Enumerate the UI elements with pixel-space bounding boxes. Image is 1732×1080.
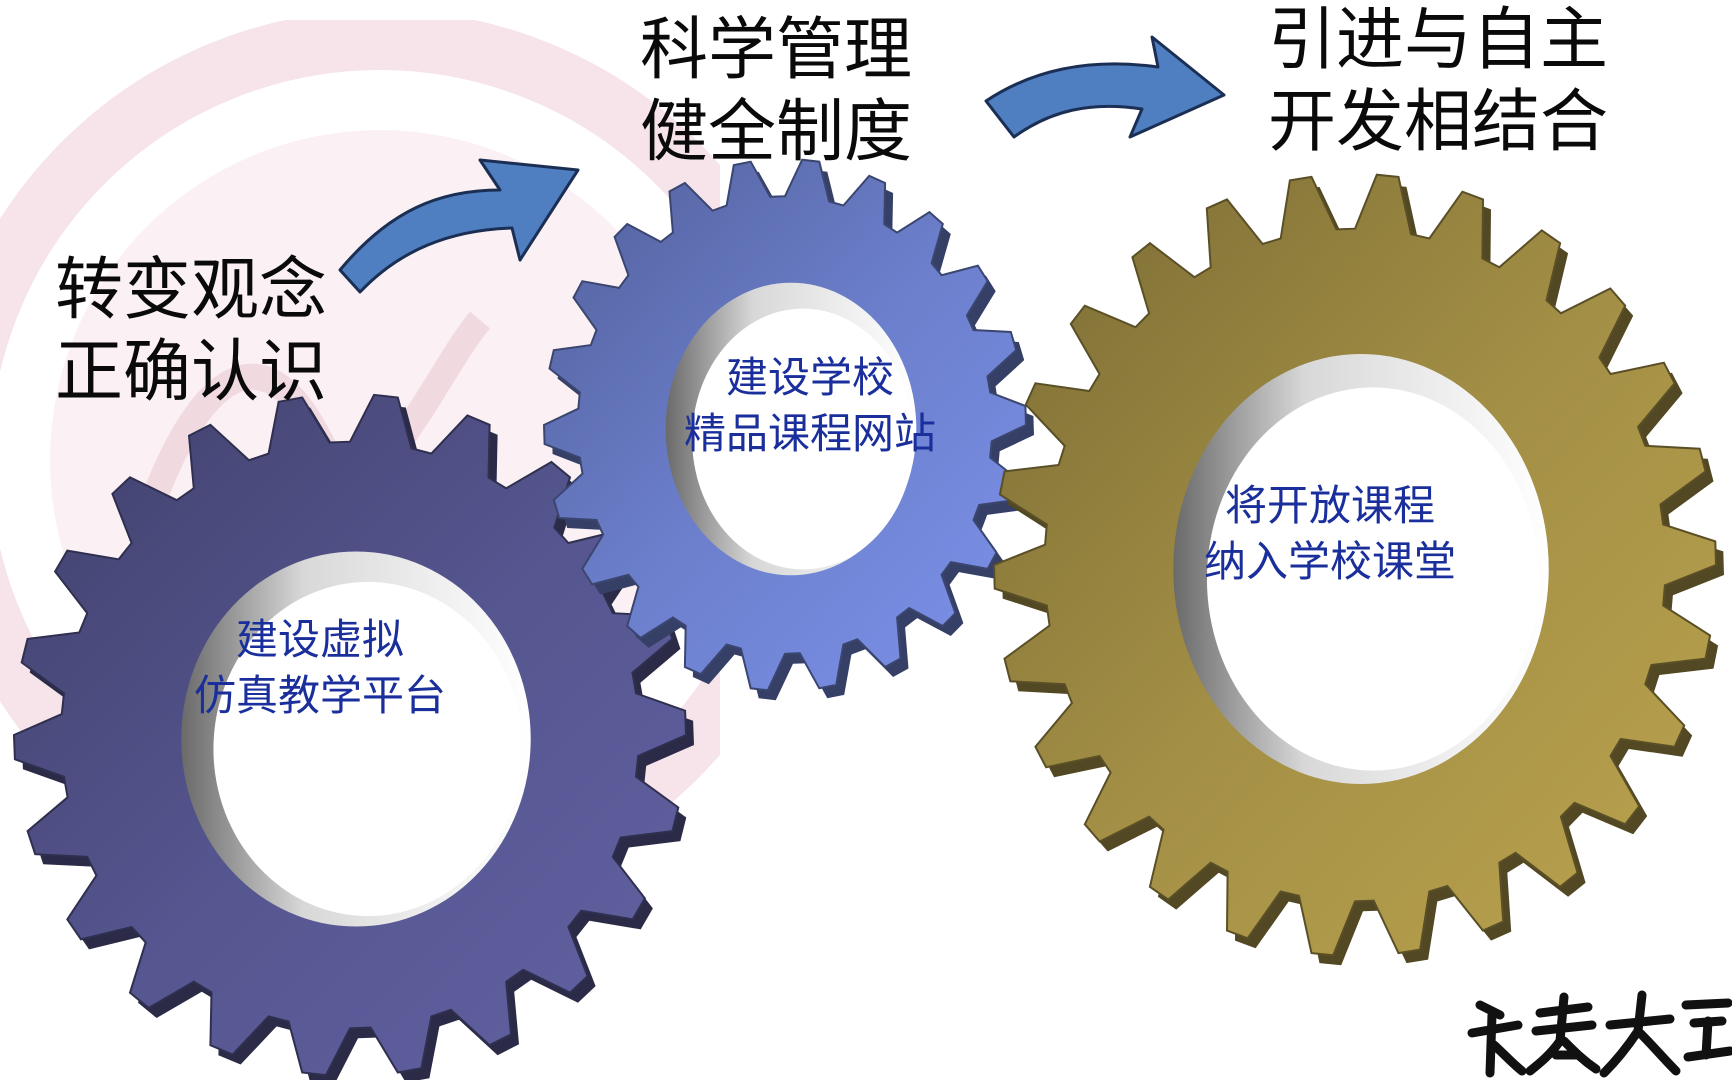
gear-left-label-line2: 仿真教学平台: [193, 671, 446, 720]
gear-middle: [540, 155, 1034, 701]
gear-middle-label-line1: 建设学校: [725, 353, 894, 402]
heading-step3-line1: 引进与自主: [1268, 1, 1609, 80]
heading-step1-line1: 转变观念: [55, 251, 328, 330]
gear-middle-icon: [542, 158, 1034, 701]
gear-right-icon: [992, 173, 1724, 966]
gear-right-label-line1: 将开放课程: [1224, 481, 1435, 530]
heading-step2: 科学管理 健全制度: [640, 10, 912, 174]
gear-left: [10, 390, 694, 1080]
university-logo: [1467, 990, 1732, 1078]
gear-middle-label: 建设学校 精品课程网站: [640, 350, 980, 462]
gear-right-bore-face: [1206, 387, 1540, 771]
gear-left-label-line1: 建设虚拟: [235, 615, 404, 664]
heading-step1: 转变观念 正确认识: [55, 250, 327, 414]
gear-right-label-line2: 纳入学校课堂: [1203, 537, 1456, 586]
arrow-step2-to-step3-icon: [984, 35, 1226, 139]
heading-step2-line2: 健全制度: [640, 93, 913, 172]
gear-left-bore-face: [213, 581, 523, 917]
heading-step2-line1: 科学管理: [640, 11, 913, 90]
heading-step3-line2: 开发相结合: [1268, 83, 1609, 162]
gear-right-label: 将开放课程 纳入学校课堂: [1150, 478, 1510, 590]
gear-middle-bore-face: [692, 308, 914, 570]
heading-step1-line2: 正确认识: [55, 333, 328, 412]
gear-left-icon: [12, 393, 694, 1080]
arrow-step1-to-step2-icon: [338, 158, 580, 294]
gear-left-label: 建设虚拟 仿真教学平台: [150, 612, 490, 724]
gear-right: [990, 170, 1724, 966]
gear-middle-label-line2: 精品课程网站: [683, 409, 936, 458]
heading-step3: 引进与自主 开发相结合: [1268, 0, 1608, 164]
